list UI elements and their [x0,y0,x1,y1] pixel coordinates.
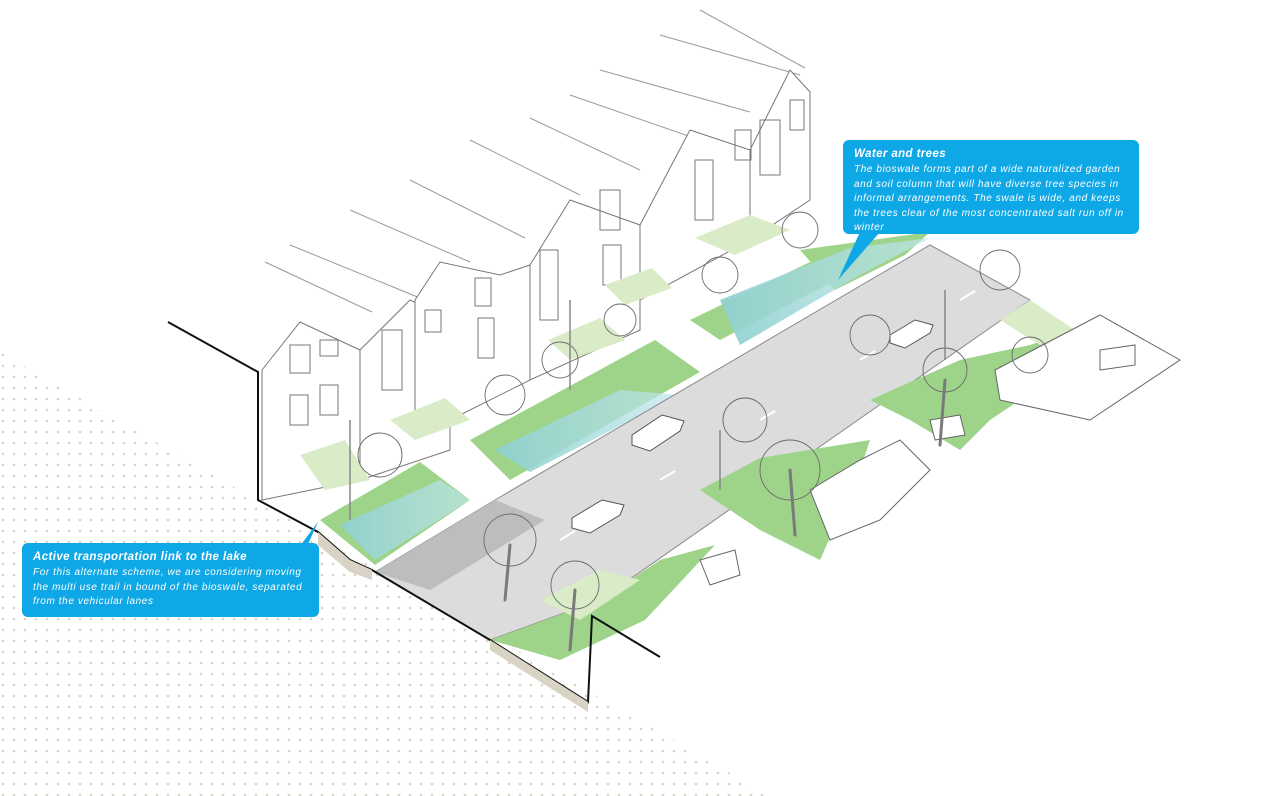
tree-trunks [503,378,947,652]
cars [571,319,934,534]
street-light-poles [349,290,946,520]
front-yard-lawns [300,215,790,490]
callout-water-pointer [838,232,880,280]
bioswale-water [340,238,930,560]
section-cut-soil [318,532,588,712]
callout-water-title: Water and trees [854,148,947,160]
road-lane-markings [559,290,976,541]
street-trees [357,184,1049,610]
road-dark-edge [375,500,545,590]
callout-active-title: Active transportation link to the lake [33,551,247,563]
callout-active-text: For this alternate scheme, we are consid… [33,567,303,608]
rowhouse-roof-lines [264,9,806,313]
callout-active-transportation: Active transportation link to the lake F… [22,543,319,617]
callout-water-and-trees: Water and trees The bioswale forms part … [843,140,1139,234]
callout-water-text: The bioswale forms part of a wide natura… [854,164,1124,234]
far-side-houses [699,314,1181,586]
